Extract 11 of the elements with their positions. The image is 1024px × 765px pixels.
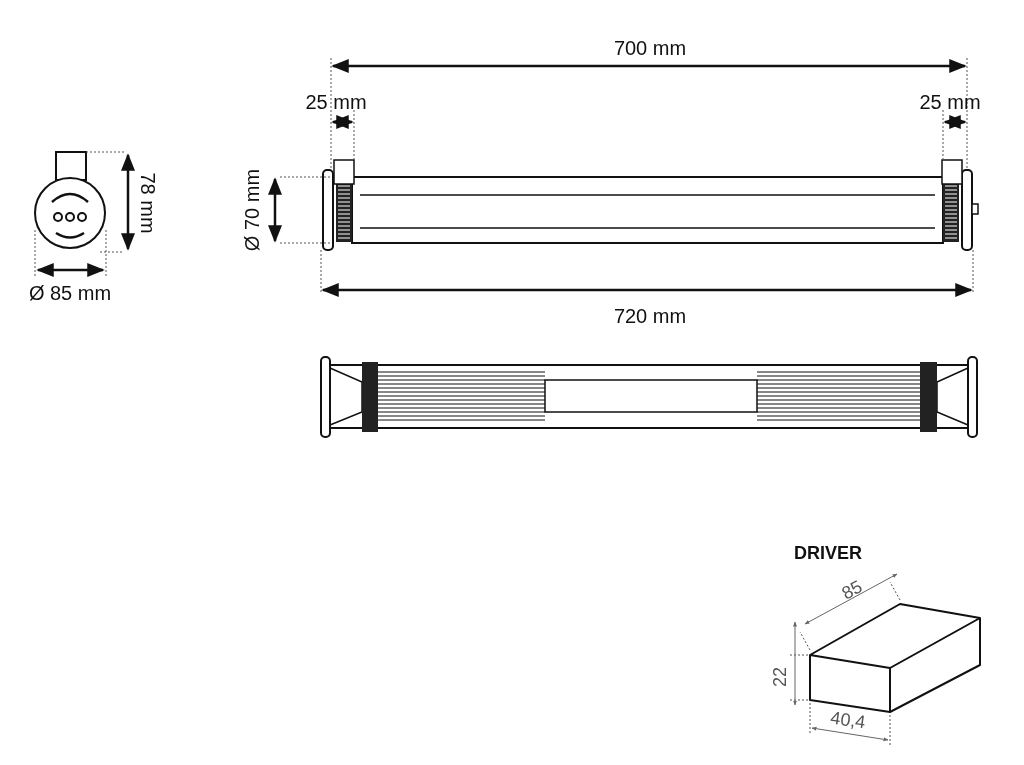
dimension-label: 78 mm (137, 172, 159, 234)
dimension-label: 22 (769, 667, 791, 687)
dimension-label: 25 mm (305, 91, 367, 113)
dimension-label: 25 mm (919, 91, 981, 113)
dimension-label: 720 mm (613, 305, 687, 327)
driver-heading: DRIVER (794, 542, 862, 564)
dimension-label: 40,4 (829, 706, 867, 734)
dimension-label: 700 mm (613, 37, 687, 59)
dimension-label: Ø 85 mm (28, 282, 112, 304)
dimension-label: Ø 70 mm (241, 168, 263, 252)
dimension-label: 85 (838, 575, 866, 605)
